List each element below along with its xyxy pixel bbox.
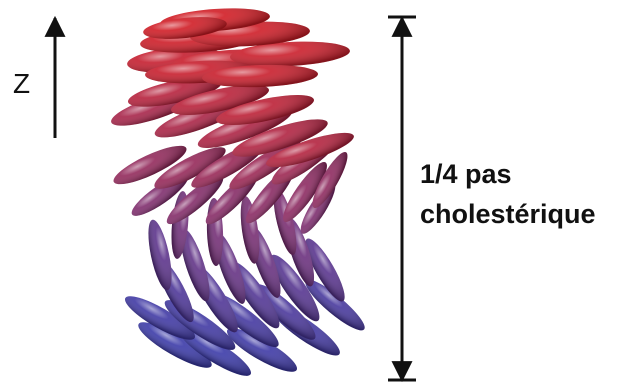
z-axis-label: Z — [13, 68, 30, 100]
pitch-label: 1/4 pas cholestérique — [420, 154, 596, 234]
pitch-label-line2: cholestérique — [420, 194, 596, 234]
pitch-label-line1: 1/4 pas — [420, 154, 596, 194]
molecule-stack — [108, 5, 370, 383]
pitch-double-arrow — [388, 17, 416, 380]
